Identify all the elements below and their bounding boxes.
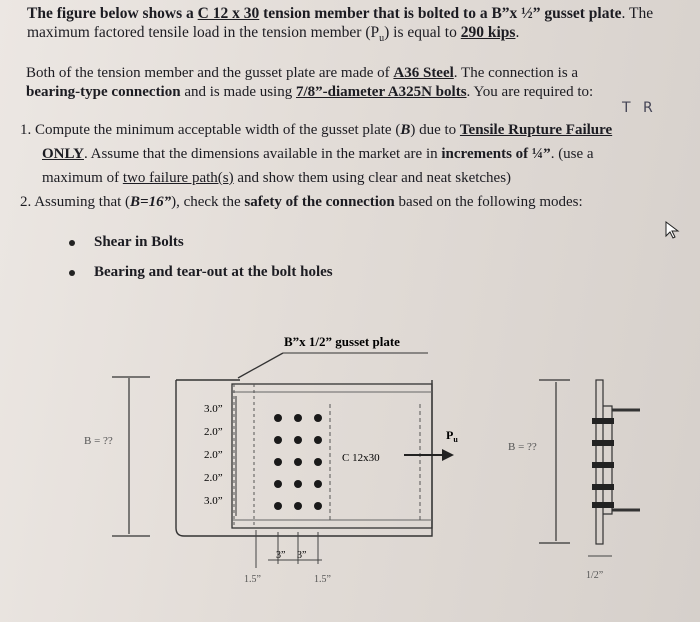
spacing-label: 2.0”: [204, 449, 223, 461]
intro-line-2: maximum factored tensile load in the ten…: [27, 24, 519, 48]
bolt: [294, 414, 302, 422]
text: based on the following modes:: [394, 194, 583, 210]
spacing-label: 2.0”: [204, 426, 223, 438]
text: maximum of: [42, 170, 123, 186]
mouse-cursor-icon: [665, 221, 680, 239]
thickness-label: 1/2”: [586, 570, 603, 581]
text: .: [515, 24, 520, 41]
bullet-bearing: Bearing and tear-out at the bolt holes: [94, 264, 333, 280]
spacing-label: 3.0”: [204, 403, 223, 415]
only-label: ONLY: [42, 146, 84, 162]
gusset-plate-spec: B”x ½” gusset plate: [491, 5, 622, 22]
bolt: [314, 502, 322, 510]
load-label: Pu: [446, 428, 458, 444]
bolt-section: [592, 484, 614, 490]
text: maximum factored tensile load in the ten…: [27, 24, 380, 41]
b-right-label: B = ??: [508, 441, 537, 453]
intro-line-1: The figure below shows a C 12 x 30 tensi…: [27, 5, 653, 23]
side-channel-web: [603, 405, 613, 515]
text: . Assume that the dimensions available i…: [83, 146, 442, 162]
leader-line: [237, 352, 284, 379]
text: . You are required to:: [466, 84, 594, 100]
bolt: [274, 480, 282, 488]
bolt: [314, 458, 322, 466]
steel-grade: A36 Steel: [393, 65, 454, 81]
bolt: [274, 436, 282, 444]
b-value: B=16”: [130, 194, 172, 210]
item1-line-1: 1. Compute the minimum acceptable width …: [20, 121, 612, 139]
text: The figure below shows a: [27, 5, 198, 22]
text: . (use a: [550, 146, 594, 162]
text: . The connection is a: [453, 65, 579, 81]
para2-line-1: Both of the tension member and the gusse…: [26, 64, 578, 82]
bolt: [274, 414, 282, 422]
handwritten-note: T R: [622, 100, 657, 116]
bolt-section: [592, 502, 614, 508]
edge-label: 1.5”: [314, 574, 331, 585]
text: tension member that is bolted to a: [259, 5, 492, 22]
subscript: u: [379, 33, 385, 45]
bolt: [294, 480, 302, 488]
bullet-shear: Shear in Bolts: [94, 234, 184, 250]
item1-line-3: maximum of two failure path(s) and show …: [42, 169, 511, 187]
bolt: [294, 502, 302, 510]
item-number: 1.: [20, 122, 32, 138]
bolt-section: [592, 440, 614, 446]
member-designation: C 12 x 30: [197, 5, 260, 22]
para2-line-2: bearing-type connection and is made usin…: [26, 83, 593, 101]
load-value: 290 kips: [460, 24, 516, 41]
member-label: C 12x30: [342, 452, 380, 464]
bolt: [274, 502, 282, 510]
item1-line-2: ONLY. Assume that the dimensions availab…: [42, 145, 594, 163]
pitch-label: 3”: [297, 550, 306, 561]
side-bolts: [592, 418, 614, 508]
gusset-plate-outline: [175, 380, 433, 537]
pitch-label: 3”: [276, 550, 285, 561]
variable-b: B: [400, 122, 411, 138]
b-left-label: B = ??: [84, 435, 113, 447]
increment-value: increments of ¼”: [441, 146, 551, 162]
bullet-dot: [69, 270, 75, 276]
edge-label: 1.5”: [244, 574, 261, 585]
bolt: [314, 480, 322, 488]
bolt: [314, 436, 322, 444]
text: and show them using clear and neat sketc…: [233, 170, 512, 186]
text: and is made using: [180, 84, 296, 100]
spacing-label: 3.0”: [204, 495, 223, 507]
bolt-spec: 7/8”-diameter A325N bolts: [295, 84, 467, 100]
text: ) is equal to: [384, 24, 461, 41]
bolt-group: [274, 414, 322, 510]
text: Compute the minimum acceptable width of …: [35, 122, 401, 138]
text: ) due to: [410, 122, 460, 138]
plate-label: B”x 1/2” gusset plate: [284, 334, 400, 349]
channel-member: [231, 383, 433, 529]
failure-mode: Tensile Rupture Failure: [459, 122, 613, 138]
item2-line-1: 2. Assuming that (B=16”), check the safe…: [20, 193, 583, 211]
spacing-label: 2.0”: [204, 472, 223, 484]
safety-phrase: safety of the connection: [244, 194, 395, 210]
text: ), check the: [171, 194, 245, 210]
failure-paths: two failure path(s): [122, 170, 234, 186]
text: Both of the tension member and the gusse…: [26, 65, 394, 81]
bolt-section: [592, 418, 614, 424]
connection-type: bearing-type connection: [26, 84, 181, 100]
bolt-section: [592, 462, 614, 468]
connection-figure: B”x 1/2” gusset plate B = ??: [84, 334, 640, 585]
bolt: [294, 458, 302, 466]
bolt: [274, 458, 282, 466]
bolt: [294, 436, 302, 444]
text: . The: [621, 5, 654, 22]
bullet-dot: [69, 240, 75, 246]
bolt: [314, 414, 322, 422]
item-number: 2.: [20, 194, 32, 210]
load-arrow-head: [442, 449, 454, 461]
text: Assuming that (: [34, 194, 131, 210]
